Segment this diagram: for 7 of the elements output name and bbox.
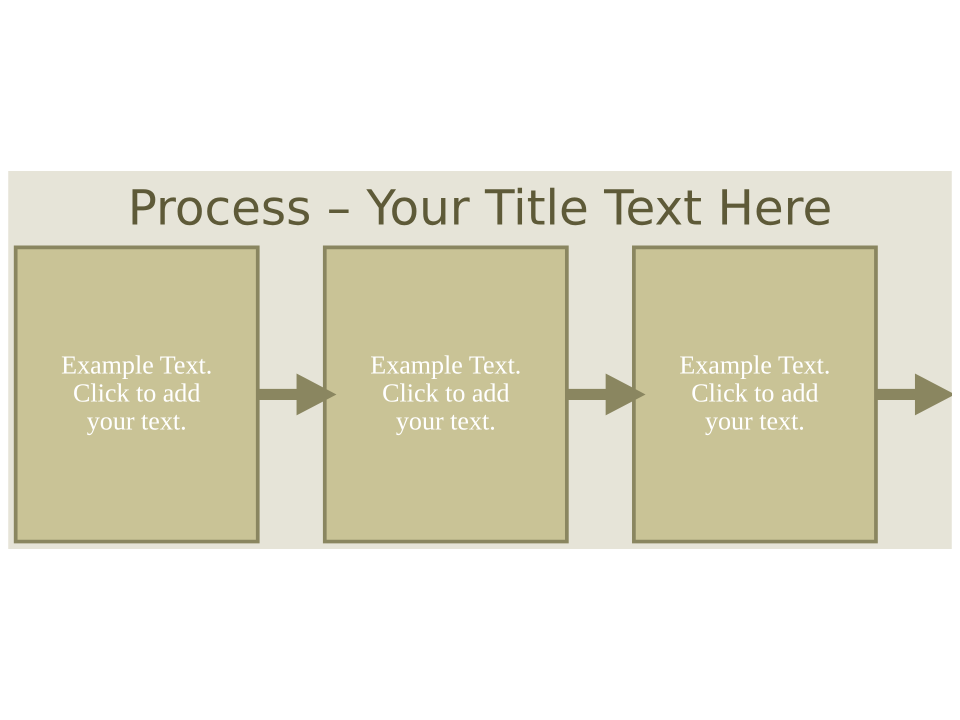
diagram-title: Process – Your Title Text Here: [128, 180, 832, 237]
node-box: Example Text. Click to add your text.: [14, 245, 260, 544]
arrow: [876, 373, 952, 416]
arrow: [568, 373, 646, 416]
node-box: Example Text. Click to add your text.: [322, 245, 569, 544]
node-box: Example Text. Click to add your text.: [632, 245, 878, 544]
arrow: [258, 373, 336, 416]
